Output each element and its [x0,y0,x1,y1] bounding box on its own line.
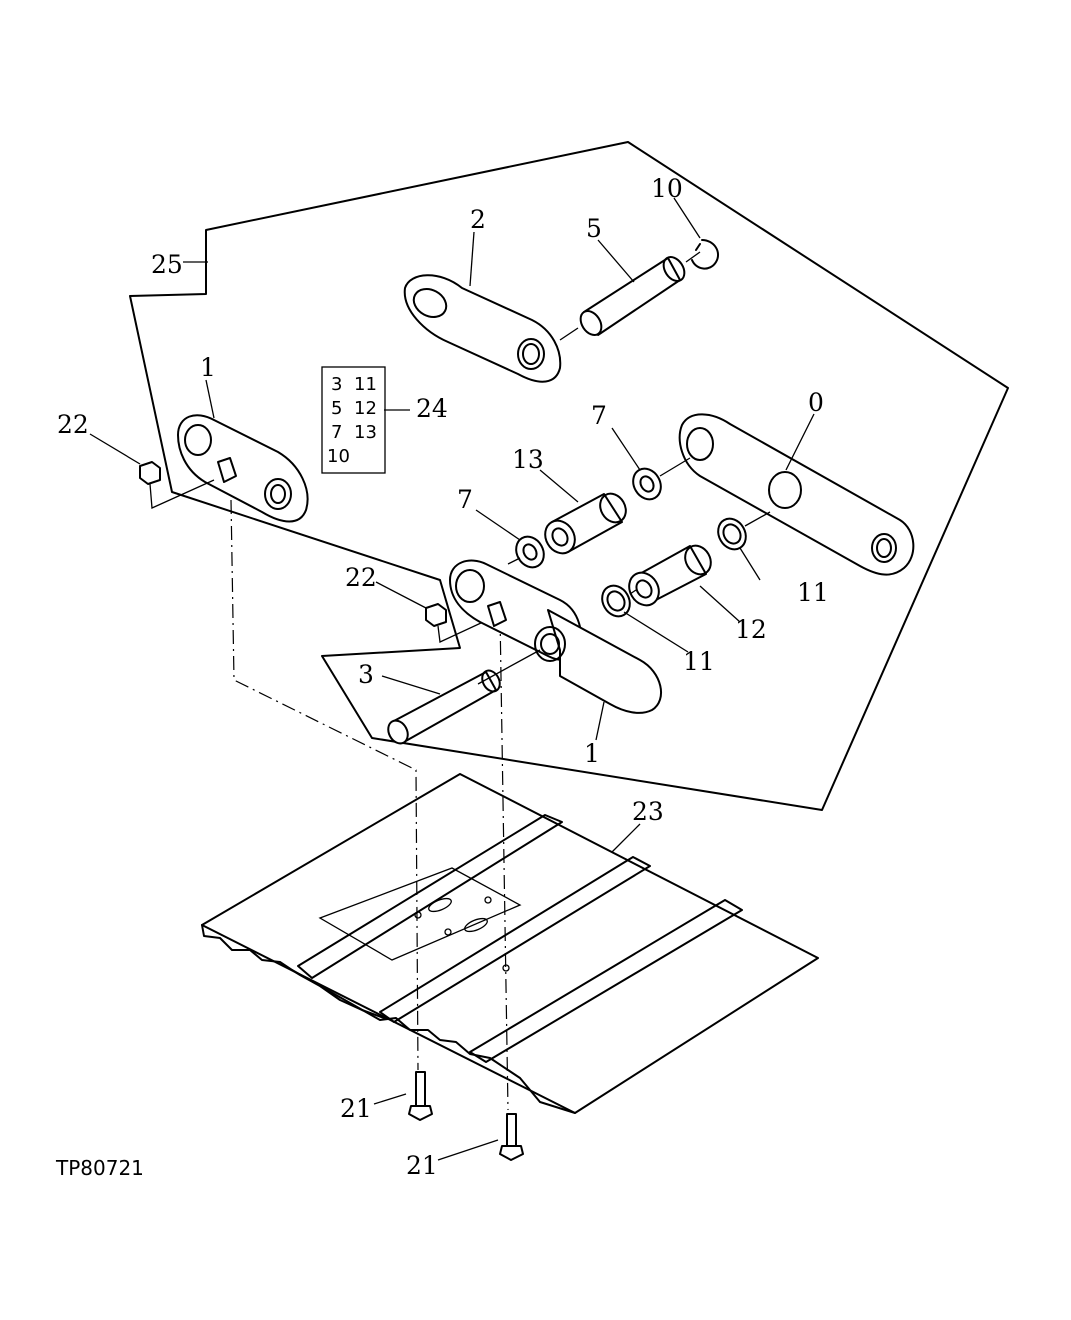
callout-11-lower: 11 [683,647,715,676]
pin-3 [387,669,501,745]
callout-23: 23 [632,797,664,826]
nut-22-left [139,461,161,485]
callout-21-left: 21 [340,1094,372,1123]
bushing-13 [544,492,627,555]
callout-3: 3 [358,660,374,689]
axis-line-10 [685,251,701,263]
callout-25: 25 [151,250,183,279]
callout-24: 24 [416,394,448,423]
kit-row1-b: 11 [354,374,377,395]
kit-row3-a: 7 [331,422,342,443]
kit-row2-b: 12 [354,398,377,419]
callout-2: 2 [470,205,486,234]
bushing-12 [628,544,712,607]
callout-1-bottom: 1 [584,739,600,768]
seal-7-upper [632,467,662,501]
centerline-right [499,614,509,1111]
figure-id: TP80721 [55,1156,144,1180]
link-2 [403,274,562,383]
link-0 [678,413,915,576]
ring-11-upper [717,517,747,551]
callout-0: 0 [808,388,824,417]
bolt-right [499,1113,524,1161]
nut-22-mid [425,603,447,627]
callout-22-left: 22 [57,410,89,439]
axis-line-7b [507,557,521,565]
axis-line-7 [659,457,691,477]
axis-line-5 [559,327,579,341]
callout-5: 5 [586,214,602,243]
pin-5 [579,256,686,336]
leader-lines [89,197,815,1161]
callout-1-left: 1 [200,353,216,382]
kit-row1-a: 3 [331,374,342,395]
kit-box: 3 11 5 12 7 13 10 [321,366,386,474]
callout-13: 13 [512,445,544,474]
ring-11-lower [601,584,631,618]
nut-leader-mid [437,615,497,643]
kit-row2-a: 5 [331,398,342,419]
callout-12: 12 [735,615,767,644]
axis-line-11 [744,511,771,527]
assembly-outline [129,141,1009,811]
kit-box-frame [321,366,386,474]
callout-11-upper: 11 [797,578,829,607]
callout-10: 10 [651,174,683,203]
kit-row3-b: 13 [354,422,377,443]
callout-22-mid: 22 [345,563,377,592]
link-1-left [177,414,309,523]
axis-line-3 [477,649,541,685]
callout-7-lower: 7 [457,485,473,514]
link-1-front [449,559,662,714]
bolt-left [408,1071,433,1121]
kit-row4-a: 10 [327,446,350,467]
snap-ring-10 [691,239,720,270]
nut-leader-left [149,479,215,509]
callout-7-upper: 7 [591,401,607,430]
track-shoe [201,773,819,1114]
callout-21-right: 21 [406,1151,438,1180]
centerline-left [230,499,419,1071]
axis-line-11b [629,589,637,595]
